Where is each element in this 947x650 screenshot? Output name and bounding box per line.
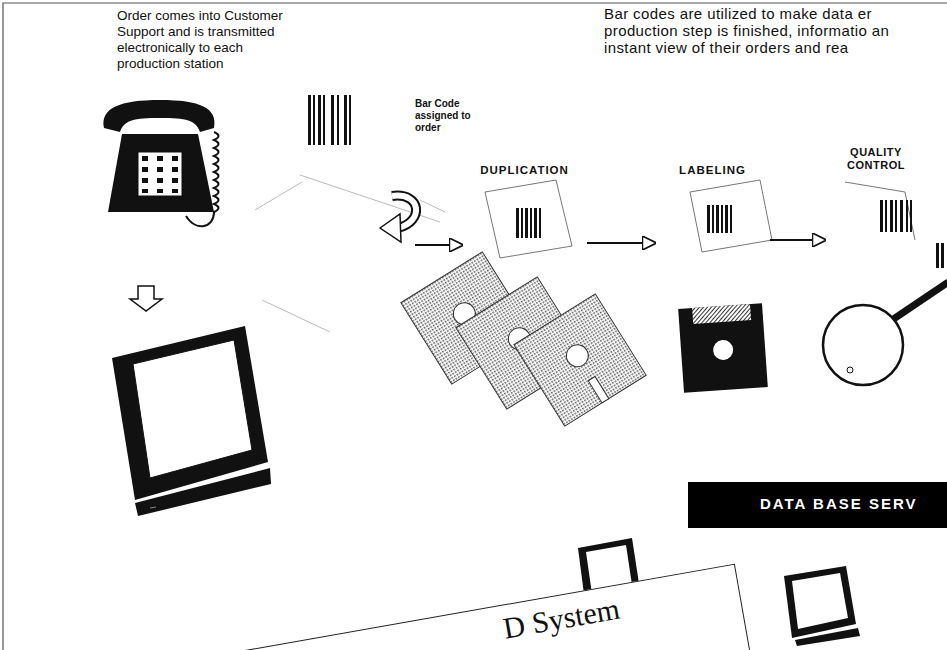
computer-monitor bbox=[112, 326, 271, 516]
page-border bbox=[3, 3, 947, 650]
disk-hub bbox=[562, 341, 592, 371]
telephone-cord bbox=[186, 132, 219, 226]
monitor-base bbox=[135, 468, 271, 516]
bar-code bbox=[707, 205, 732, 233]
system-card: D System bbox=[75, 564, 763, 650]
terminal-screen bbox=[792, 573, 848, 629]
bar-code bbox=[308, 95, 351, 145]
station-card bbox=[485, 180, 572, 258]
disk-body bbox=[514, 294, 646, 426]
station-card bbox=[845, 182, 915, 240]
terminal-case bbox=[784, 566, 856, 638]
flow-arrow bbox=[415, 244, 462, 246]
disk-label bbox=[692, 304, 751, 324]
disk-hub bbox=[712, 339, 733, 360]
node-heading: DUPLICATION bbox=[462, 164, 587, 176]
labeled-disk bbox=[678, 303, 768, 393]
bar-code bbox=[936, 243, 944, 268]
magnifier-lens bbox=[823, 305, 903, 385]
magnifying-glass bbox=[823, 283, 947, 385]
station-box: LABELING bbox=[655, 160, 770, 395]
station-box: DUPLICATION bbox=[462, 160, 587, 415]
node-heading: DATA BASE SERV bbox=[760, 495, 917, 512]
curved-arrow-head bbox=[380, 214, 401, 242]
telephone bbox=[103, 100, 218, 226]
down-arrow bbox=[130, 286, 162, 311]
monitor-screen bbox=[133, 340, 252, 478]
node-heading: QUALITY CONTROL bbox=[841, 146, 911, 172]
flow-arrow bbox=[770, 239, 825, 241]
order-card: Bar Code assigned to order bbox=[250, 90, 415, 360]
caption-note: Order comes into Customer Support and is… bbox=[117, 8, 302, 72]
database-band: DATA BASE SERV bbox=[688, 482, 947, 528]
bar-code bbox=[516, 208, 541, 238]
node-heading: Bar Code assigned to order bbox=[415, 98, 475, 134]
station-card bbox=[690, 180, 772, 252]
terminal-base bbox=[795, 628, 860, 646]
terminal bbox=[784, 566, 860, 646]
telephone-keys bbox=[142, 156, 178, 193]
telephone-body bbox=[108, 134, 214, 212]
station-box: QUALITY CONTROL bbox=[825, 142, 927, 392]
curved-arrow bbox=[380, 196, 416, 242]
node-heading: LABELING bbox=[655, 164, 770, 176]
telephone-handset bbox=[103, 100, 214, 132]
monitor-case bbox=[112, 326, 268, 500]
monitor-mark bbox=[150, 507, 156, 508]
caption-note: Bar codes are utilized to make data er p… bbox=[604, 5, 936, 56]
floppy-disk bbox=[514, 294, 646, 426]
flow-arrow bbox=[587, 242, 655, 244]
bar-code bbox=[880, 200, 912, 232]
disk-body bbox=[678, 303, 768, 393]
magnifier-handle bbox=[895, 283, 947, 318]
node-heading: D System bbox=[501, 592, 623, 646]
telephone-keypad bbox=[138, 152, 182, 196]
disk-slot bbox=[588, 377, 609, 403]
magnifier-speck bbox=[847, 367, 853, 373]
